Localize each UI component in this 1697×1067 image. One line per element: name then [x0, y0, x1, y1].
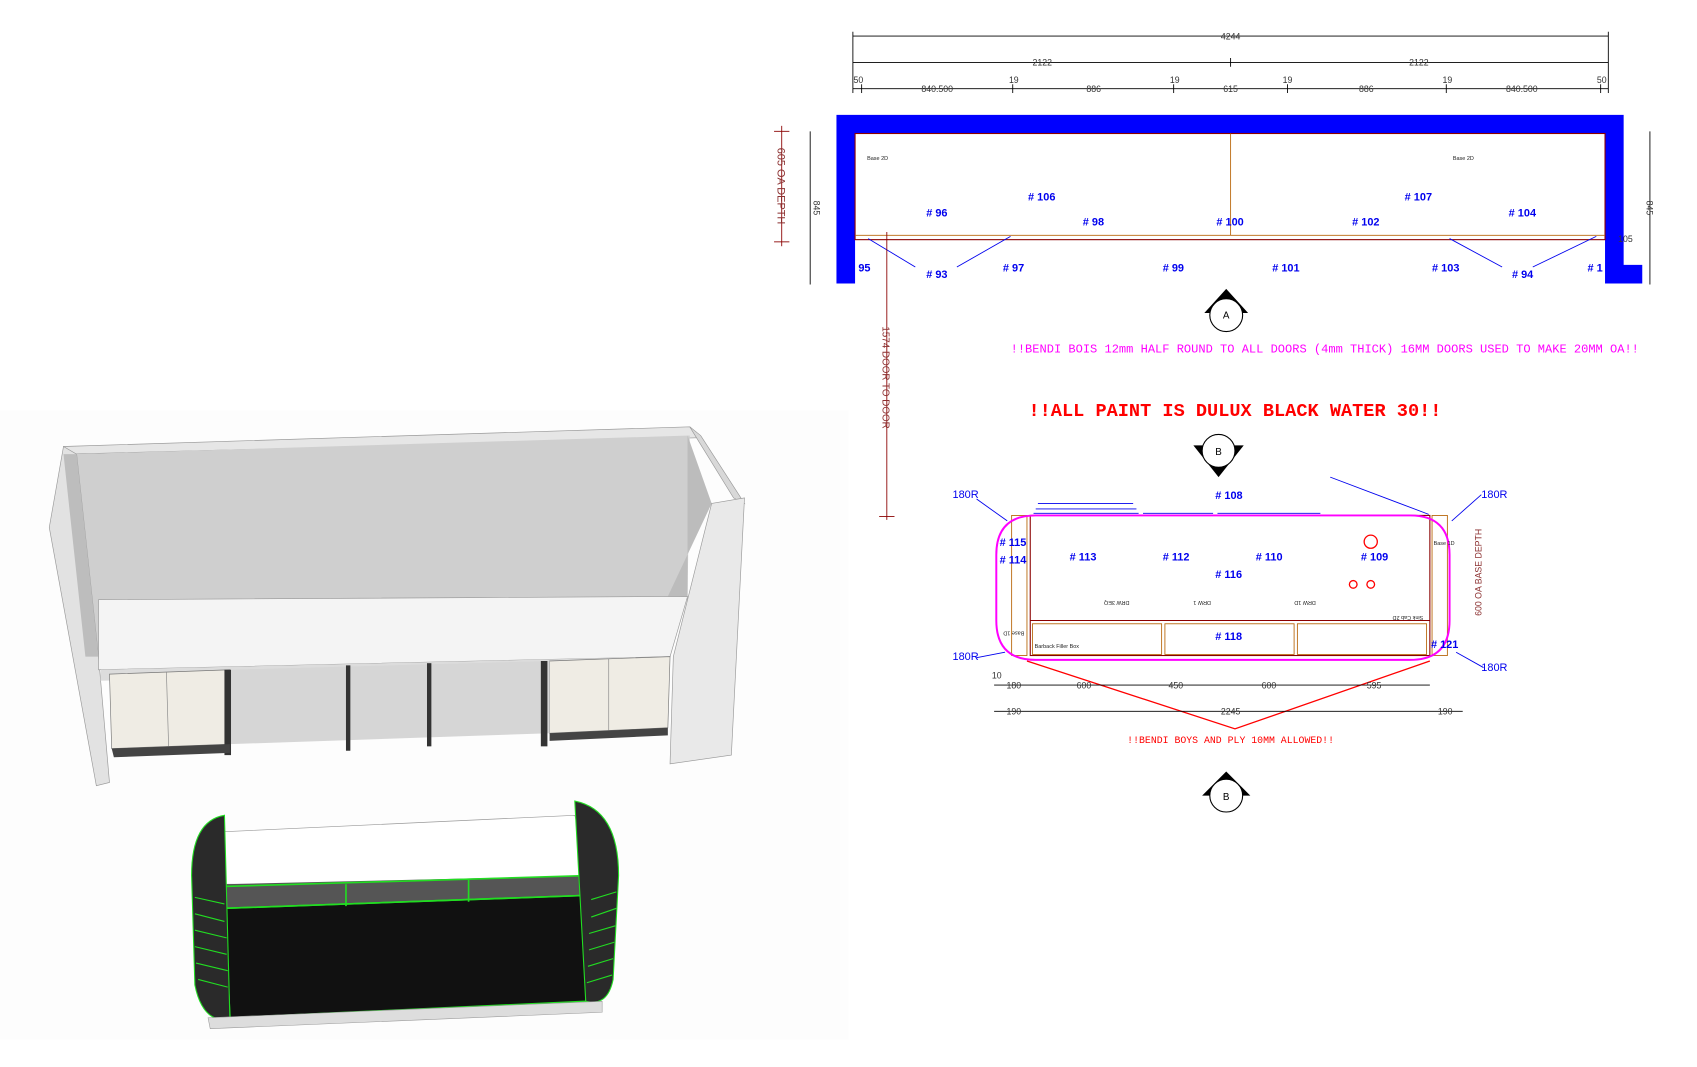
- small-dim-right: 105: [1618, 234, 1633, 244]
- tag: # 101: [1272, 262, 1299, 274]
- bottom-plan-view: B # 108 # 115 # 114 # 113 # 112 # 110 # …: [953, 433, 1508, 813]
- tag: # 115: [1000, 537, 1027, 549]
- oa-depth-label: 605 OA DEPTH: [774, 148, 786, 225]
- note-bendi-doors: !!BENDI BOIS 12mm HALF ROUND TO ALL DOOR…: [1011, 342, 1639, 356]
- bullnose-outline: [995, 514, 1451, 661]
- dim-half-left: 2122: [1033, 58, 1053, 68]
- dim-row2: 190: [1007, 707, 1022, 717]
- tag: # 118: [1215, 631, 1242, 643]
- dim-small: 50: [1597, 75, 1607, 85]
- tag: # 99: [1163, 262, 1184, 274]
- drawer-label: DRW 3EQ: [1104, 599, 1129, 605]
- dim-small: 19: [1170, 75, 1180, 85]
- section-marker-b-top: B: [1193, 433, 1244, 478]
- tag: # 96: [926, 208, 947, 220]
- tag: # 114: [1000, 555, 1028, 567]
- tag: # 108: [1215, 490, 1242, 502]
- drawer-label: Base 1D: [1434, 541, 1455, 547]
- cabinet-label: Base 2D: [1453, 156, 1474, 162]
- tag: # 121: [1431, 639, 1458, 651]
- drawer-label: Base 1D: [1003, 629, 1024, 635]
- radius-label: 180R: [1481, 662, 1507, 674]
- render-3d-panel: [0, 410, 849, 1040]
- section-marker-a: A: [1204, 288, 1249, 333]
- door-to-door-label: 1574 DOOR TO DOOR: [879, 326, 890, 428]
- dim-small: 19: [1009, 75, 1019, 85]
- dim-row1: 595: [1367, 680, 1382, 690]
- section-marker-a-label: A: [1223, 310, 1230, 321]
- section-marker-b-bottom-label: B: [1223, 792, 1230, 803]
- drawer-label: DRW 1: [1193, 599, 1211, 605]
- tag: # 112: [1163, 551, 1190, 563]
- radius-label: 180R: [953, 651, 979, 663]
- tag: # 107: [1405, 191, 1432, 203]
- dim-small: 19: [1283, 75, 1293, 85]
- tag: # 98: [1083, 216, 1104, 228]
- tag: # 1: [1588, 262, 1603, 274]
- dim-row2: 2245: [1221, 707, 1241, 717]
- dim-row1: 600: [1262, 680, 1277, 690]
- dim-segment: 840.500: [921, 84, 953, 94]
- tag: # 102: [1352, 216, 1379, 228]
- cabinet-label: Base 2D: [867, 156, 888, 162]
- back-bar-3d: [48, 426, 746, 787]
- drawer-label: DRW 1D: [1294, 599, 1316, 605]
- tag: # 109: [1361, 551, 1388, 563]
- radius-label: 180R: [1481, 489, 1507, 501]
- tag: # 113: [1070, 551, 1097, 563]
- tag: # 93: [926, 269, 947, 281]
- radius-label: 180R: [953, 489, 979, 501]
- tag: 95: [858, 262, 870, 274]
- dim-row2: 190: [1438, 707, 1453, 717]
- section-marker-b-top-label: B: [1215, 447, 1222, 458]
- depth-dim-right: 845: [1645, 201, 1655, 216]
- tag: # 116: [1215, 569, 1242, 581]
- tag: # 100: [1216, 216, 1243, 228]
- dim-overall: 4244: [1221, 31, 1241, 41]
- dim-half-right: 2122: [1409, 58, 1429, 68]
- dim-small: 19: [1443, 75, 1453, 85]
- dim-row1: 450: [1169, 680, 1184, 690]
- dim-row1: 180: [1007, 680, 1022, 690]
- tag: # 97: [1003, 262, 1024, 274]
- top-plan-view: 4244 2122 2122 50 19 19 19 19 50 840.500…: [774, 31, 1655, 520]
- drawer-label: Sink Cab 2D: [1393, 614, 1424, 620]
- dim-row1: 10: [992, 671, 1002, 681]
- dim-row1: 600: [1077, 680, 1092, 690]
- tag: # 103: [1432, 262, 1459, 274]
- filler-label: Barback Filler Box: [1035, 644, 1080, 650]
- wall: [836, 114, 1643, 284]
- front-bar-3d: [191, 800, 620, 1029]
- depth-dim: 845: [811, 201, 821, 216]
- note-paint: !!ALL PAINT IS DULUX BLACK WATER 30!!: [1029, 401, 1442, 422]
- dim-segment: 886: [1086, 84, 1101, 94]
- tag: # 110: [1256, 551, 1283, 563]
- dim-segment: 840.500: [1506, 84, 1538, 94]
- note-bendi-ply: !!BENDI BOYS AND PLY 10MM ALLOWED!!: [1127, 735, 1334, 746]
- dim-segment: 615: [1223, 84, 1238, 94]
- base-depth-label: 600 OA BASE DEPTH: [1473, 529, 1483, 616]
- tag: # 94: [1512, 269, 1534, 281]
- tag: # 104: [1509, 208, 1537, 220]
- dim-small: 50: [853, 75, 863, 85]
- tag: # 106: [1028, 191, 1055, 203]
- dim-segment: 886: [1359, 84, 1374, 94]
- section-marker-b-bottom: B: [1202, 771, 1251, 813]
